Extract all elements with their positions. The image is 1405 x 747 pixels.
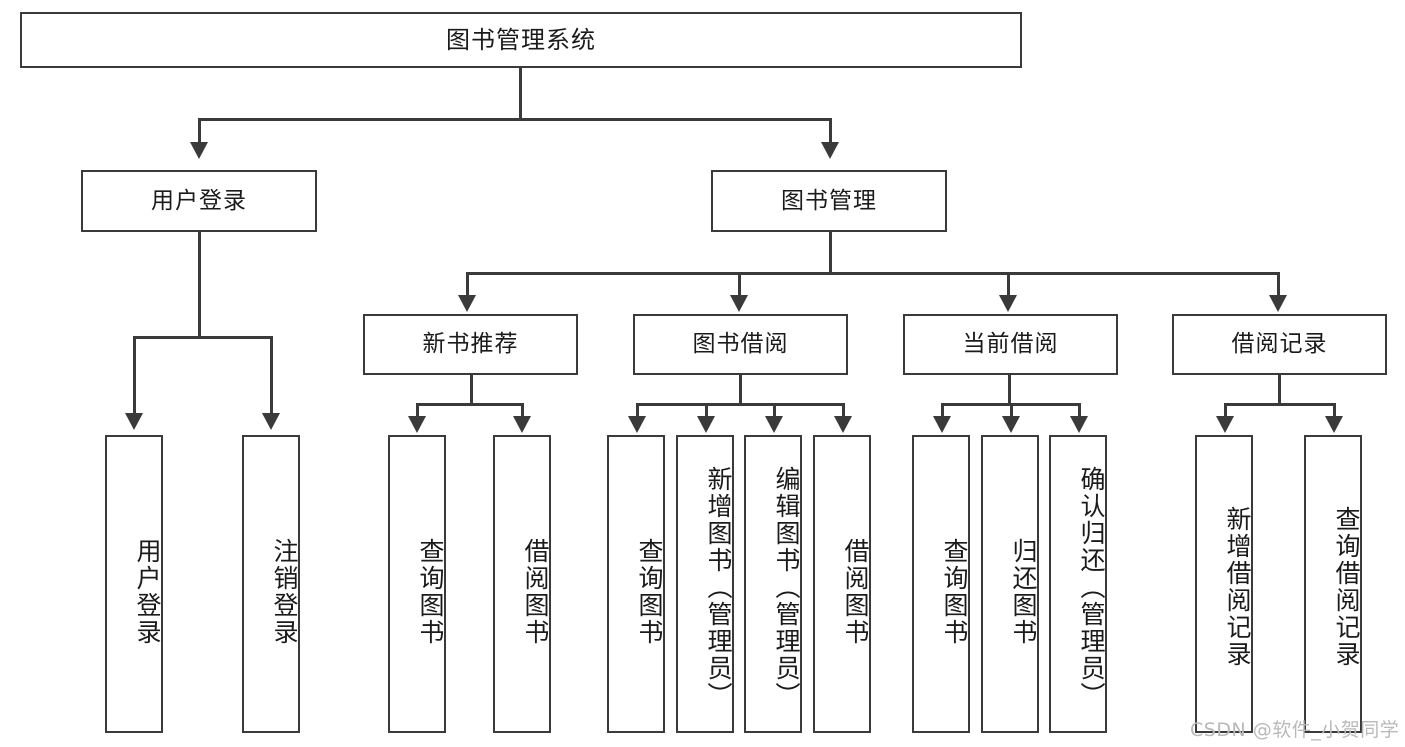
- connector-current-borrow-leaf-1: [941, 403, 944, 418]
- leaf-user-login[interactable]: 用户登录: [105, 435, 163, 733]
- leaf-query-borrow-record[interactable]: 查询借阅记录: [1304, 435, 1362, 733]
- node-new-book-recommend[interactable]: 新书推荐: [363, 314, 578, 375]
- connector-new-book-recommend-bar: [416, 403, 524, 406]
- leaf-borrow-book-new-recommend[interactable]: 借阅图书: [493, 435, 551, 733]
- connector-current-borrow-leaf-3: [1078, 403, 1081, 418]
- connector-current-borrow-leaf-2: [1010, 403, 1013, 418]
- connector-book-borrow-leaf-3: [773, 403, 776, 418]
- connector-book-management-stem: [829, 232, 832, 272]
- arrow-book-borrow-leaf-2: [697, 416, 715, 433]
- connector-borrow-record-leaf-1: [1224, 403, 1227, 418]
- leaf-return-book[interactable]: 归还图书: [981, 435, 1039, 733]
- arrow-new-book-recommend-leaf-1: [408, 416, 426, 433]
- connector-to-borrow-record: [1277, 272, 1280, 297]
- leaf-query-book-current-borrow[interactable]: 查询图书: [912, 435, 970, 733]
- connector-book-borrow-bar: [636, 403, 845, 406]
- arrow-to-new-book-recommend: [458, 295, 476, 312]
- arrow-book-borrow-leaf-1: [628, 416, 646, 433]
- leaf-add-book[interactable]: 新增图书（管理员）: [676, 435, 734, 733]
- leaf-user-logout[interactable]: 注销登录: [242, 435, 300, 733]
- connector-current-borrow-stem: [1008, 375, 1011, 403]
- arrow-to-user-login: [190, 142, 208, 159]
- arrow-to-borrow-record: [1269, 295, 1287, 312]
- connector-book-borrow-leaf-1: [636, 403, 639, 418]
- arrow-borrow-record-leaf-1: [1216, 416, 1234, 433]
- connector-to-book-borrow: [738, 272, 741, 297]
- connector-level3-bar: [466, 272, 1280, 275]
- arrow-current-borrow-leaf-3: [1070, 416, 1088, 433]
- node-user-login[interactable]: 用户登录: [81, 170, 317, 232]
- leaf-add-borrow-record[interactable]: 新增借阅记录: [1195, 435, 1253, 733]
- connector-borrow-record-leaf-2: [1333, 403, 1336, 418]
- arrow-current-borrow-leaf-1: [933, 416, 951, 433]
- node-book-borrow[interactable]: 图书借阅: [633, 314, 848, 375]
- connector-user-login-stem: [198, 232, 201, 336]
- arrow-new-book-recommend-leaf-2: [513, 416, 531, 433]
- connector-new-book-recommend-leaf-2: [521, 403, 524, 418]
- connector-borrow-record-bar: [1224, 403, 1336, 406]
- connector-to-new-book-recommend: [466, 272, 469, 297]
- connector-to-book-management: [829, 118, 832, 145]
- arrow-book-borrow-leaf-3: [765, 416, 783, 433]
- leaf-query-book-new-recommend[interactable]: 查询图书: [388, 435, 446, 733]
- leaf-query-book-borrow[interactable]: 查询图书: [607, 435, 665, 733]
- leaf-confirm-return[interactable]: 确认归还（管理员）: [1049, 435, 1107, 733]
- node-borrow-record[interactable]: 借阅记录: [1172, 314, 1387, 375]
- arrow-user-login-leaf-1: [125, 413, 143, 430]
- connector-root-stem: [519, 68, 522, 118]
- node-current-borrow[interactable]: 当前借阅: [903, 314, 1118, 375]
- connector-book-borrow-stem: [739, 375, 742, 403]
- arrow-to-current-borrow: [999, 295, 1017, 312]
- connector-level2-bar: [198, 118, 832, 121]
- connector-user-login-leaf-1: [133, 336, 136, 415]
- connector-user-login-bar: [133, 336, 270, 339]
- connector-to-current-borrow: [1007, 272, 1010, 297]
- connector-borrow-record-stem: [1278, 375, 1281, 403]
- arrow-to-book-management: [821, 142, 839, 159]
- leaf-borrow-book[interactable]: 借阅图书: [813, 435, 871, 733]
- arrow-borrow-record-leaf-2: [1325, 416, 1343, 433]
- arrow-book-borrow-leaf-4: [834, 416, 852, 433]
- connector-user-login-leaf-2: [270, 336, 273, 415]
- csdn-watermark: CSDN @软件_小贺同学: [1190, 719, 1400, 741]
- arrow-to-book-borrow: [730, 295, 748, 312]
- connector-new-book-recommend-stem: [470, 375, 473, 403]
- node-root-book-management-system[interactable]: 图书管理系统: [20, 12, 1022, 68]
- leaf-edit-book[interactable]: 编辑图书（管理员）: [744, 435, 802, 733]
- connector-new-book-recommend-leaf-1: [416, 403, 419, 418]
- node-book-management[interactable]: 图书管理: [711, 170, 947, 232]
- arrow-current-borrow-leaf-2: [1002, 416, 1020, 433]
- connector-to-user-login: [198, 118, 201, 145]
- connector-book-borrow-leaf-2: [705, 403, 708, 418]
- connector-book-borrow-leaf-4: [842, 403, 845, 418]
- arrow-user-login-leaf-2: [262, 413, 280, 430]
